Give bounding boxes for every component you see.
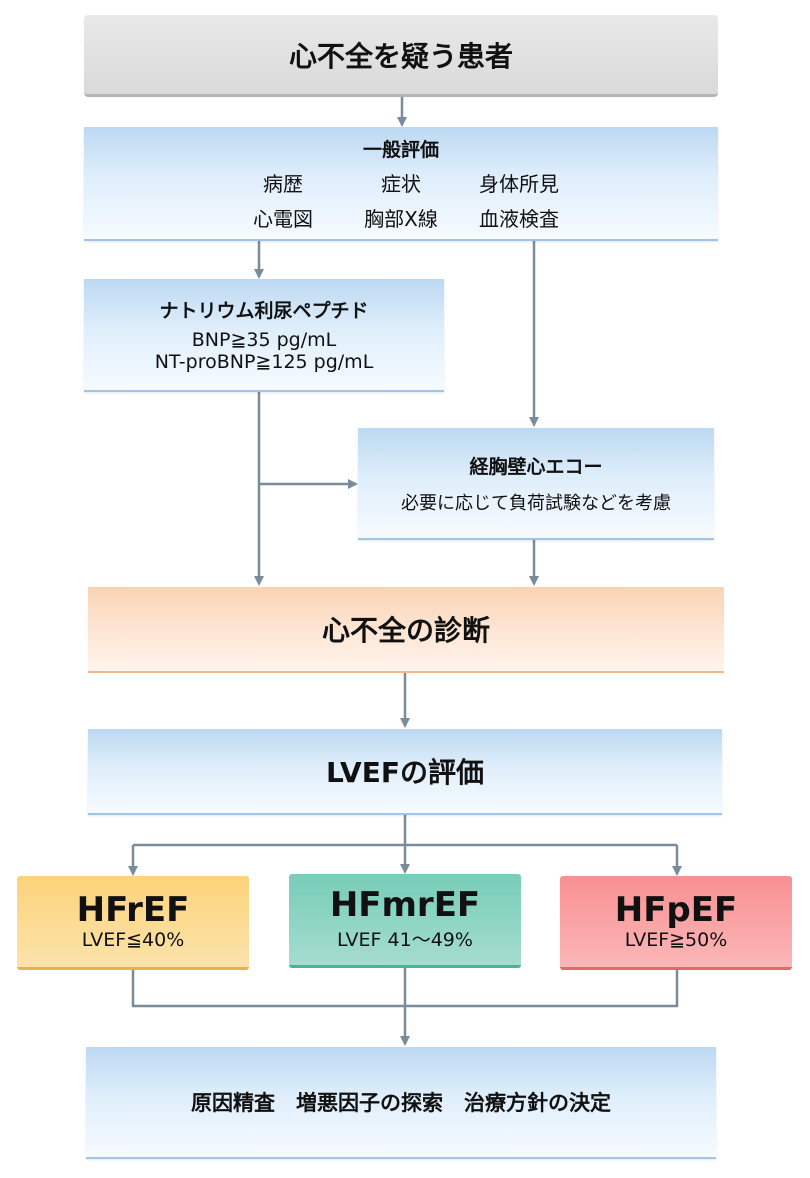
suspected-patient-title: 心不全を疑う患者: [288, 39, 513, 73]
echocardiography-box: 経胸壁心エコー 必要に応じて負荷試験などを考慮: [358, 428, 714, 540]
item-physical-findings: 身体所見: [479, 171, 559, 196]
hfref-label: HFrEF: [76, 889, 190, 930]
item-ecg: 心電図: [253, 206, 313, 231]
hfpef-box: HFpEF LVEF≧50%: [560, 876, 792, 970]
natriuretic-peptide-title: ナトリウム利尿ペプチド: [159, 300, 369, 322]
nt-probnp-threshold: NT-proBNP≧125 pg/mL: [154, 351, 374, 373]
item-blood-test: 血液検査: [479, 206, 559, 231]
general-assessment-items: 病歴 症状 身体所見 心電図 胸部X線 血液検査: [224, 168, 578, 232]
natriuretic-peptide-box: ナトリウム利尿ペプチド BNP≧35 pg/mL NT-proBNP≧125 p…: [84, 279, 444, 392]
hfpef-label: HFpEF: [614, 889, 738, 930]
diagnosis-box: 心不全の診断: [88, 587, 724, 673]
echocardiography-title: 経胸壁心エコー: [469, 455, 603, 478]
item-symptoms: 症状: [381, 171, 421, 196]
hfref-box: HFrEF LVEF≦40%: [17, 876, 249, 970]
bnp-threshold: BNP≧35 pg/mL: [191, 329, 337, 351]
general-assessment-title: 一般評価: [362, 138, 439, 161]
lvef-assessment-title: LVEFの評価: [326, 756, 484, 789]
general-assessment-box: 一般評価 病歴 症状 身体所見 心電図 胸部X線 血液検査: [84, 127, 718, 241]
item-history: 病歴: [263, 171, 303, 196]
diagnosis-title: 心不全の診断: [321, 614, 490, 647]
hfref-criteria: LVEF≦40%: [81, 929, 185, 952]
item-chest-xray: 胸部X線: [364, 206, 438, 231]
hfmref-label: HFmrEF: [329, 885, 481, 926]
hfpef-criteria: LVEF≧50%: [624, 929, 728, 952]
hfmref-box: HFmrEF LVEF 41～49%: [289, 874, 521, 968]
echocardiography-note: 必要に応じて負荷試験などを考慮: [401, 492, 671, 514]
final-action-text: 原因精査 増悪因子の探索 治療方針の決定: [191, 1091, 611, 1115]
suspected-patient-box: 心不全を疑う患者: [84, 15, 718, 97]
final-action-box: 原因精査 増悪因子の探索 治療方針の決定: [86, 1047, 716, 1159]
hfmref-criteria: LVEF 41～49%: [337, 928, 473, 951]
lvef-assessment-box: LVEFの評価: [88, 729, 722, 815]
